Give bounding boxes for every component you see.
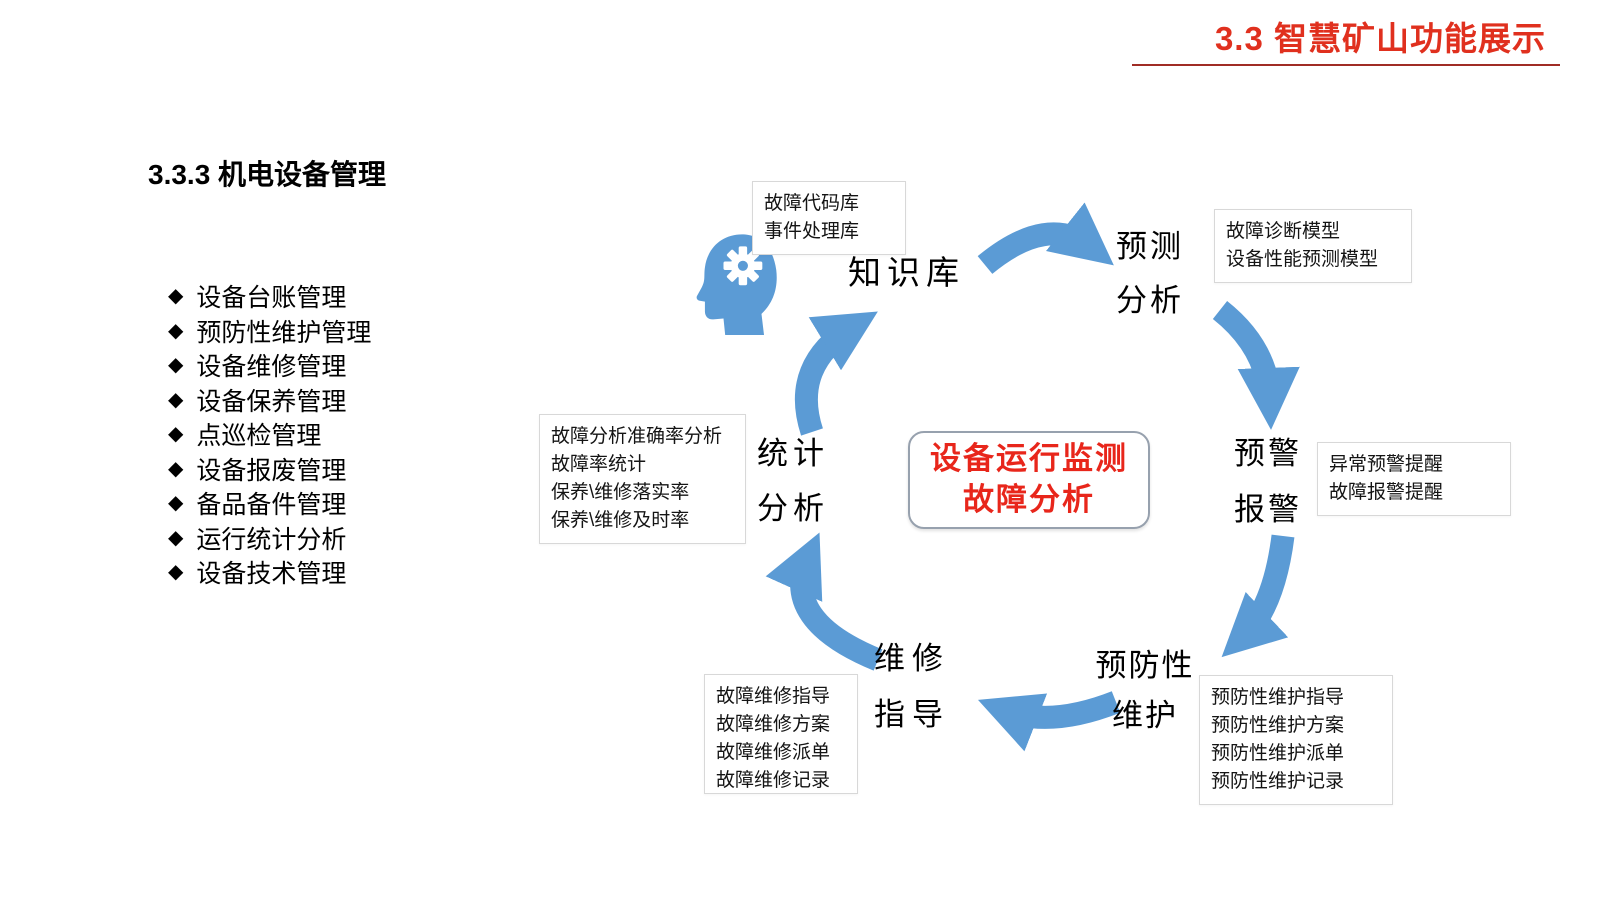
node-label: 维修 [874, 641, 950, 676]
node-statistical-analysis: 统计 分析 [750, 426, 836, 536]
node-label: 分析 [757, 491, 829, 526]
callout-line: 保养\维修及时率 [551, 510, 690, 531]
head-with-gear-icon [696, 234, 777, 335]
callout-line: 故障率统计 [551, 454, 647, 475]
callout-knowledge-base: 故障代码库 事件处理库 [752, 181, 906, 255]
bullet-item: ◆ 设备技术管理 [168, 555, 371, 590]
callout-line: 预防性维护记录 [1211, 771, 1345, 792]
diamond-bullet-icon: ◆ [168, 492, 184, 515]
callout-line: 故障维修方案 [716, 714, 831, 735]
diamond-bullet-icon: ◆ [168, 388, 184, 411]
bullet-list: ◆设备台账管理 ◆预防性维护管理 ◆设备维修管理 ◆设备保养管理 ◆点巡检管理 … [168, 279, 371, 590]
callout-line: 故障维修派单 [716, 742, 831, 763]
callout-line: 预防性维护方案 [1211, 715, 1345, 736]
bullet-label: 设备技术管理 [196, 560, 347, 589]
center-box-line2: 故障分析 [963, 482, 1095, 517]
bullet-label: 设备保养管理 [196, 387, 347, 416]
bullet-item: ◆ 点巡检管理 [168, 417, 371, 452]
bullet-item: ◆ 运行统计分析 [168, 521, 371, 556]
node-label: 指导 [874, 697, 950, 732]
diamond-bullet-icon: ◆ [168, 561, 184, 584]
callout-statistics: 故障分析准确率分析 故障率统计 保养\维修落实率 保养\维修及时率 [539, 414, 746, 544]
bullet-item: ◆ 设备保养管理 [168, 383, 371, 418]
bullet-item: ◆ 备品备件管理 [168, 486, 371, 521]
bullet-item: ◆ 设备报废管理 [168, 452, 371, 487]
diamond-bullet-icon: ◆ [168, 285, 184, 308]
node-label: 报警 [1234, 492, 1302, 527]
node-label: 预防性 [1095, 648, 1195, 683]
callout-fault-repair: 故障维修指导 故障维修方案 故障维修派单 故障维修记录 [704, 674, 858, 794]
title-underline [1132, 64, 1560, 66]
bullet-item: ◆ 预防性维护管理 [168, 314, 371, 349]
arrow-stats-to-knowledge [794, 311, 878, 436]
bullet-item: ◆ 设备台账管理 [168, 279, 371, 314]
node-knowledge: 知识库 [848, 246, 965, 294]
callout-line: 事件处理库 [764, 221, 860, 242]
callout-line: 异常预警提醒 [1329, 454, 1444, 475]
center-box-line1: 设备运行监测 [930, 441, 1128, 476]
bullet-label: 运行统计分析 [196, 525, 347, 554]
node-label: 统计 [757, 436, 829, 471]
diamond-bullet-icon: ◆ [168, 423, 184, 446]
bullet-label: 点巡检管理 [196, 422, 322, 451]
callout-preventive-maintenance: 预防性维护指导 预防性维护方案 预防性维护派单 预防性维护记录 [1199, 675, 1393, 805]
node-label: 预测 [1116, 229, 1184, 264]
node-label: 维护 [1112, 698, 1178, 733]
node-predict-analysis: 预测 分析 [1108, 220, 1192, 328]
arrow-repair-to-stats [765, 532, 883, 671]
node-preventive-maintenance: 预防性 维护 [1090, 641, 1200, 741]
arrow-alarm-to-preventive [1221, 534, 1295, 658]
page-title: 3.3 智慧矿山功能展示 [1214, 20, 1546, 57]
callout-line: 预防性维护派单 [1211, 743, 1345, 764]
callout-line: 故障报警提醒 [1329, 482, 1444, 503]
callout-alarm-reminders: 异常预警提醒 故障报警提醒 [1317, 442, 1511, 516]
arrow-knowledge-to-predict [977, 202, 1114, 274]
node-warning-alarm: 预警 报警 [1228, 426, 1308, 538]
bullet-label: 备品备件管理 [196, 491, 347, 520]
bullet-item: ◆ 设备维修管理 [168, 348, 371, 383]
section-title: 3.3.3 机电设备管理 [148, 159, 387, 190]
node-label: 分析 [1116, 283, 1184, 318]
bullet-label: 设备台账管理 [196, 284, 347, 313]
callout-line: 设备性能预测模型 [1226, 249, 1379, 270]
bullet-label: 预防性维护管理 [196, 318, 372, 347]
node-label: 预警 [1234, 436, 1302, 471]
center-box: 设备运行监测 故障分析 [908, 431, 1150, 529]
callout-line: 故障维修指导 [716, 686, 831, 707]
diamond-bullet-icon: ◆ [168, 526, 184, 549]
node-label: 知识库 [848, 256, 965, 292]
callout-line: 保养\维修落实率 [551, 482, 690, 503]
bullet-label: 设备维修管理 [196, 353, 347, 382]
callout-line: 预防性维护指导 [1211, 687, 1345, 708]
callout-line: 故障代码库 [764, 193, 860, 214]
arrow-preventive-to-repair [977, 691, 1121, 752]
diamond-bullet-icon: ◆ [168, 319, 184, 342]
callout-prediction-models: 故障诊断模型 设备性能预测模型 [1214, 209, 1412, 283]
callout-line: 故障分析准确率分析 [551, 426, 723, 447]
diamond-bullet-icon: ◆ [168, 354, 184, 377]
callout-line: 故障维修记录 [716, 770, 831, 791]
node-repair-guidance: 维修 指导 [862, 631, 962, 743]
cycle-arrows [765, 202, 1300, 752]
arrow-predict-to-alarm [1212, 300, 1300, 430]
diamond-bullet-icon: ◆ [168, 457, 184, 480]
bullet-label: 设备报废管理 [196, 456, 347, 485]
callout-line: 故障诊断模型 [1226, 221, 1341, 242]
